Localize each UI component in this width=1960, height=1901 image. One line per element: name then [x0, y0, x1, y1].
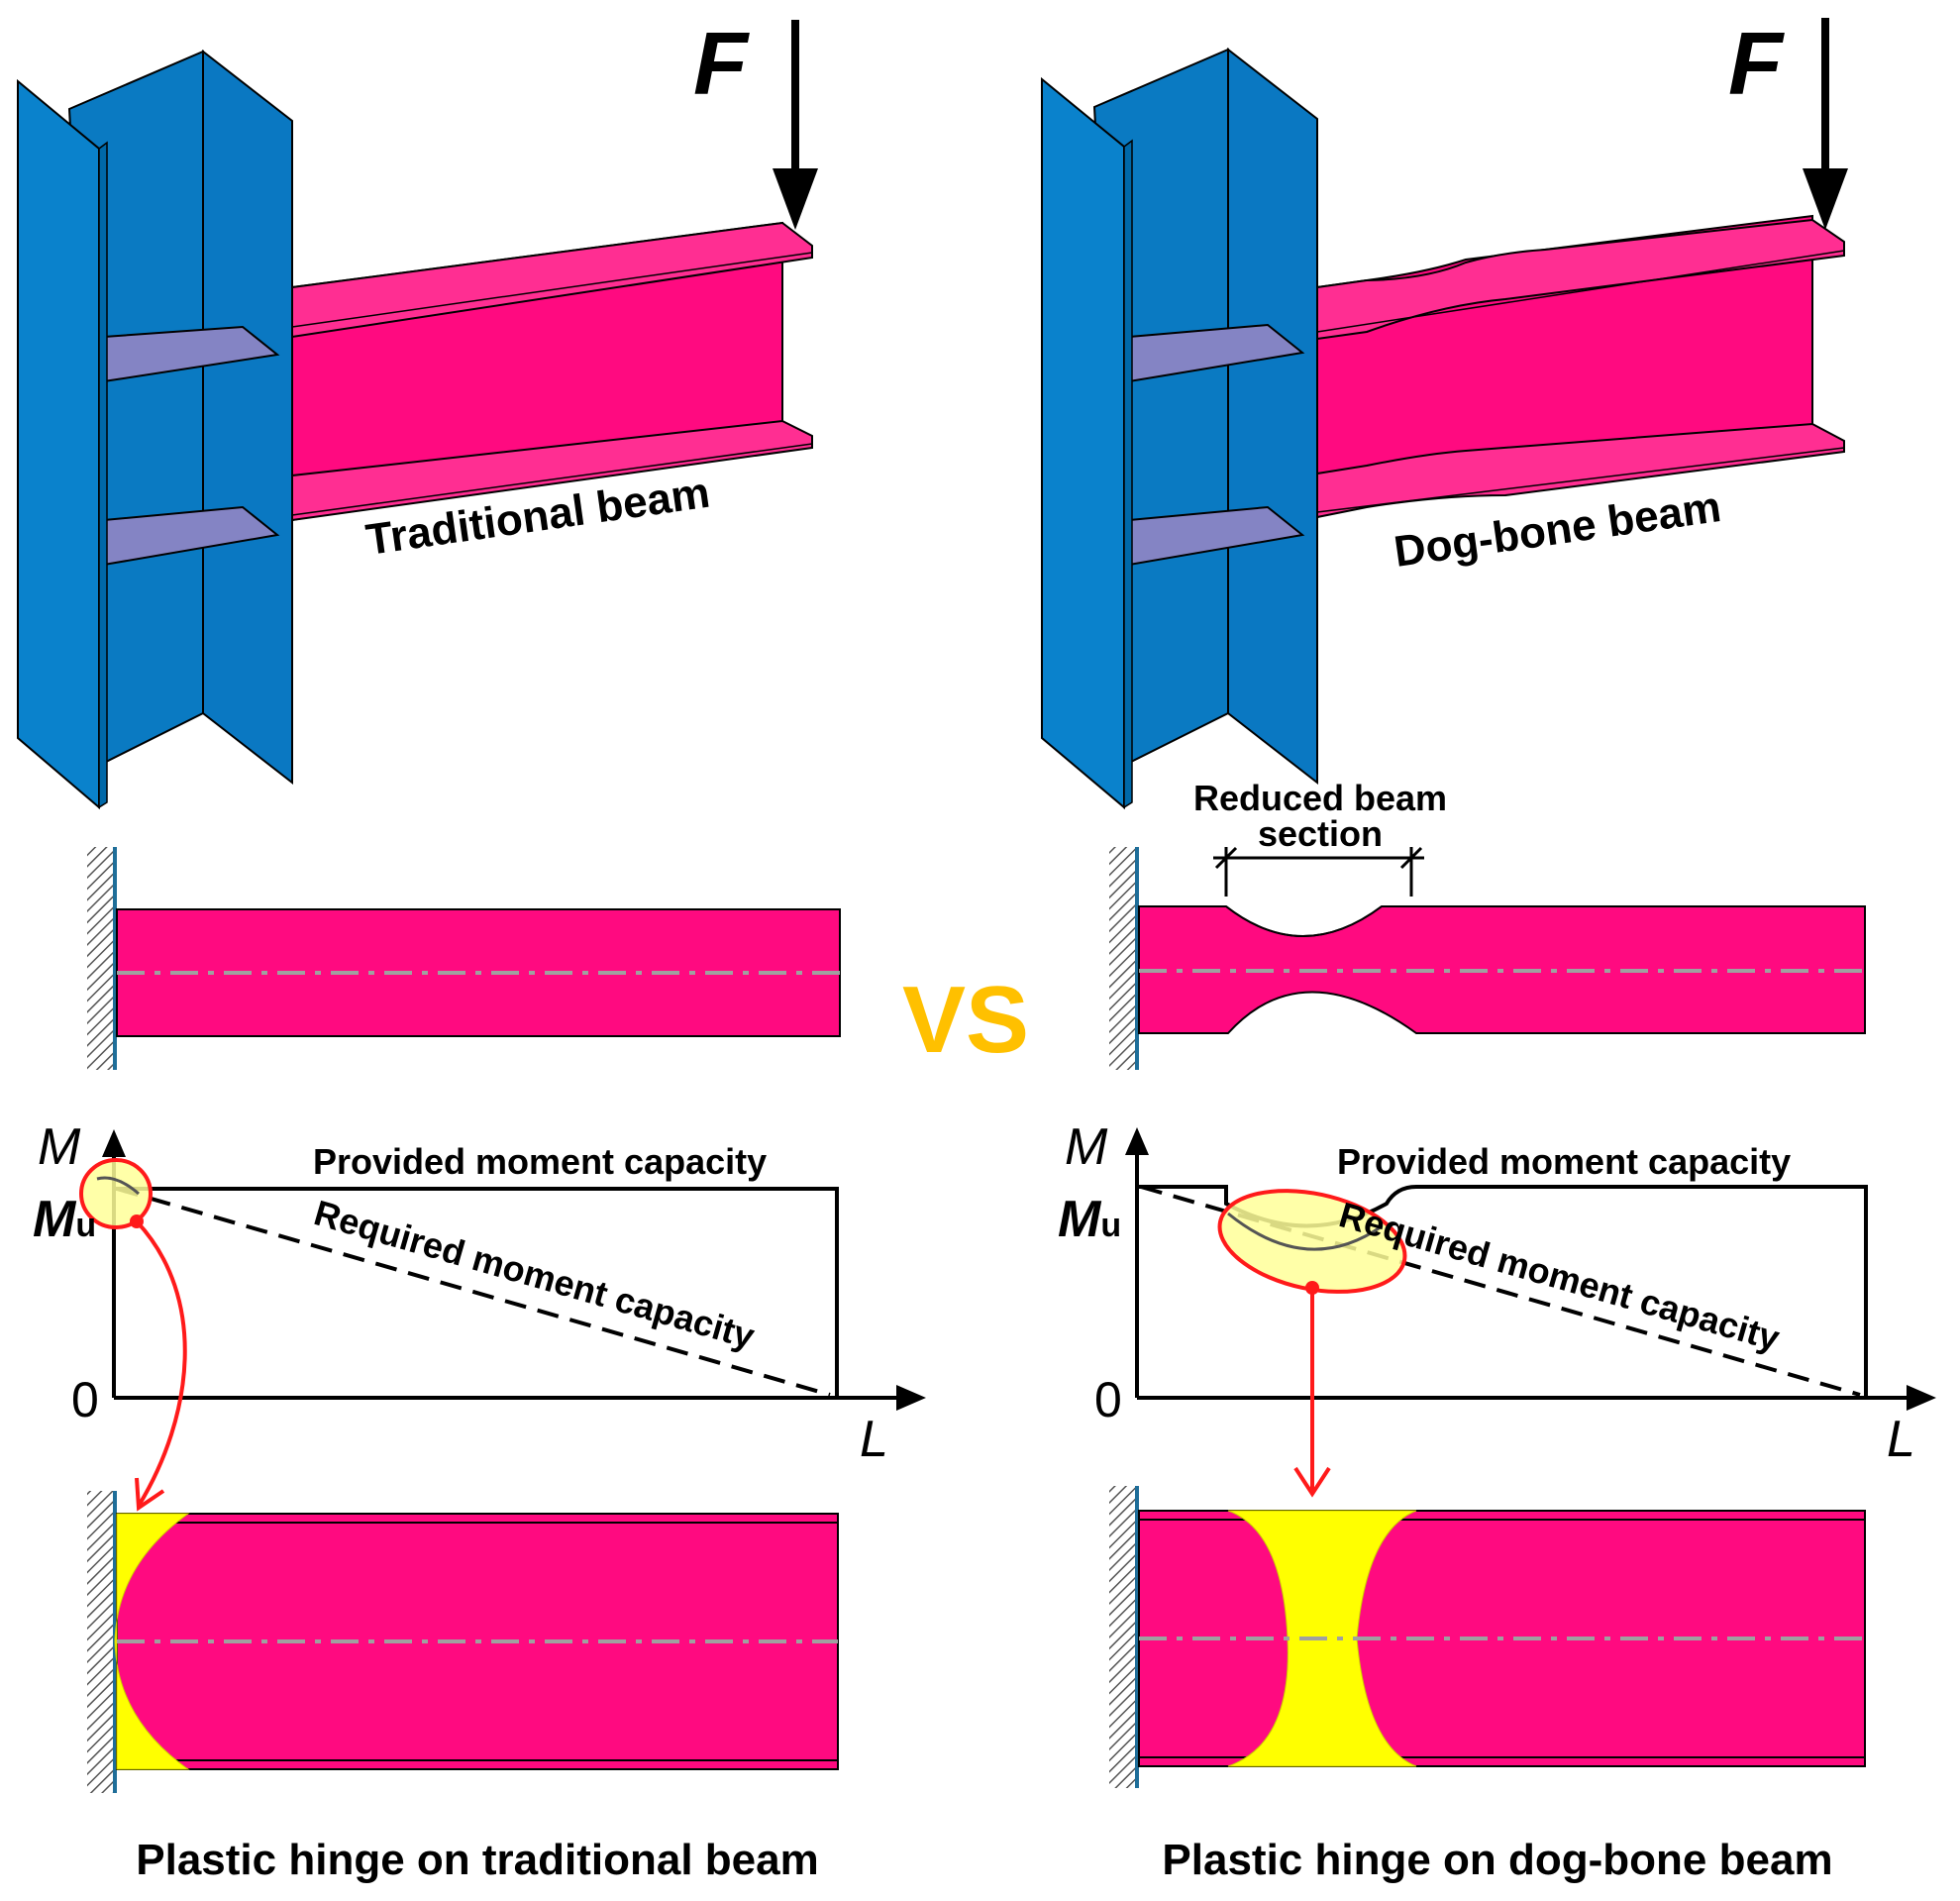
right-plastic-hinge: [1109, 1486, 1866, 1788]
provided-label-left: Provided moment capacity: [313, 1141, 767, 1182]
right-3d-connection: F Dog-bone beam: [1041, 15, 1848, 810]
origin-label-right: 0: [1094, 1372, 1122, 1427]
mu-label-right: Mu: [1058, 1191, 1121, 1248]
required-label-left: Required moment capacity: [310, 1192, 760, 1356]
wall-hatch-left: [87, 847, 113, 1070]
hinge-marker-left: [79, 1158, 153, 1229]
provided-capacity-left: [114, 1187, 839, 1398]
caption-left: Plastic hinge on traditional beam: [136, 1836, 818, 1884]
hinge-arrow-left: [135, 1219, 187, 1508]
required-label-right: Required moment capacity: [1335, 1194, 1785, 1358]
left-moment-chart: M Mu 0 L Provided moment capacity Requir…: [33, 1118, 926, 1512]
required-capacity-left: [116, 1187, 831, 1397]
traditional-beam-3d: [291, 221, 813, 522]
caption-right: Plastic hinge on dog-bone beam: [1162, 1836, 1832, 1884]
x-axis-label-right: L: [1887, 1411, 1915, 1468]
force-arrow-left: [773, 20, 818, 230]
x-axis-label-left: L: [860, 1411, 888, 1468]
mu-label-left: Mu: [33, 1191, 96, 1248]
hinge-marker-right: [1217, 1189, 1407, 1294]
y-axis-label-right: M: [1065, 1118, 1108, 1176]
vs-label: VS: [902, 967, 1029, 1073]
rbs-dimension: [1213, 846, 1424, 897]
right-moment-chart: M Mu 0 L Provided moment capacity Requir…: [1058, 1118, 1936, 1498]
provided-label-right: Provided moment capacity: [1337, 1141, 1791, 1182]
required-capacity-right: [1140, 1185, 1861, 1397]
left-2d-beam: [87, 847, 841, 1070]
left-plastic-hinge: [87, 1491, 839, 1793]
rbs-label-line1: Reduced beam: [1193, 778, 1447, 818]
origin-label-left: 0: [71, 1372, 99, 1427]
left-3d-connection: F Traditional beam: [17, 15, 818, 810]
force-label-left: F: [693, 15, 750, 114]
force-label-right: F: [1728, 15, 1785, 114]
wall-hatch-right: [1109, 847, 1135, 1070]
rbs-label-line2: section: [1258, 813, 1383, 854]
yield-zone-left: [114, 1513, 190, 1770]
force-arrow-right: [1803, 18, 1848, 230]
dog-bone-beam-3d: [1316, 214, 1845, 519]
right-2d-beam: Reduced beam section: [1109, 778, 1866, 1070]
y-axis-label-left: M: [38, 1118, 81, 1176]
